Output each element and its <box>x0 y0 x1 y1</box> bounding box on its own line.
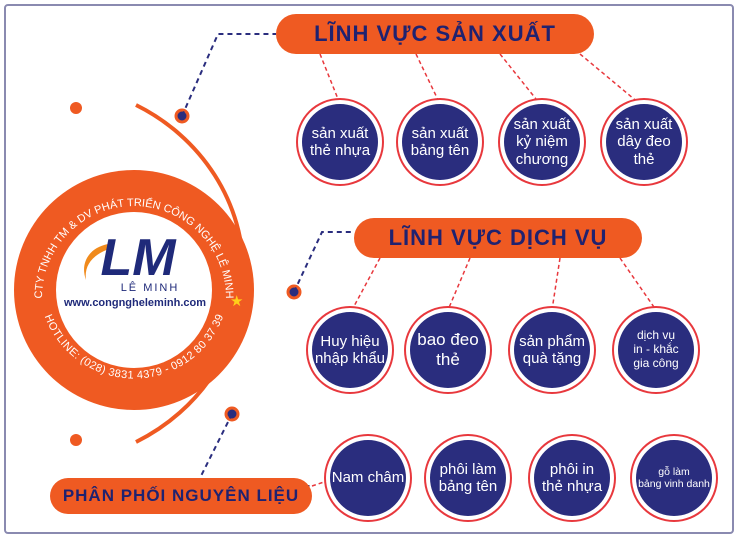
production-links <box>319 53 641 105</box>
link-p2 <box>415 53 441 105</box>
link-s3 <box>551 257 561 311</box>
outer-frame <box>4 4 734 534</box>
banner-production: LĨNH VỰC SẢN XUẤT <box>276 14 594 54</box>
banner-distribution: PHÂN PHỐI NGUYÊN LIỆU <box>50 478 312 514</box>
distribution-links <box>311 479 331 487</box>
logo-mark: LM <box>100 229 176 287</box>
link-production <box>181 33 276 117</box>
service-item-3: sản phẩm quà tặng <box>514 312 590 388</box>
star-icon: ★ <box>230 293 244 310</box>
link-s1 <box>351 257 381 311</box>
link-distribution <box>194 413 312 487</box>
service-item-4: dịch vụ in - khắc gia công <box>618 312 694 388</box>
logo-inner-disc <box>56 212 212 368</box>
link-p3 <box>499 53 541 105</box>
production-item-3: sản xuất kỷ niệm chương <box>504 104 580 180</box>
distribution-item-3: phôi in thẻ nhựa <box>534 440 610 516</box>
logo-website: www.congngheleminh.com <box>64 297 206 309</box>
arc-end-top <box>70 102 82 114</box>
production-item-4: sản xuất dây đeo thẻ <box>606 104 682 180</box>
logo-swoosh-icon <box>84 244 112 280</box>
link-s4 <box>619 257 657 311</box>
link-p1 <box>319 53 341 105</box>
link-service <box>293 231 354 293</box>
link-d1 <box>311 479 331 487</box>
distribution-item-2: phôi làm bảng tên <box>430 440 506 516</box>
logo-subtitle: LÊ MINH <box>120 282 180 294</box>
arc-end-bottom <box>70 434 82 446</box>
service-links <box>351 257 657 311</box>
link-p4 <box>579 53 641 105</box>
service-item-2: bao đeo thẻ <box>410 312 486 388</box>
distribution-item-1: Nam châm <box>330 440 406 516</box>
production-item-2: sản xuất bảng tên <box>402 104 478 180</box>
banner-service: LĨNH VỰC DỊCH VỤ <box>354 218 642 258</box>
distribution-item-4: gỗ làm bảng vinh danh <box>636 440 712 516</box>
link-s2 <box>447 257 471 311</box>
production-item-1: sản xuất thẻ nhựa <box>302 104 378 180</box>
service-item-1: Huy hiệu nhập khẩu <box>312 312 388 388</box>
